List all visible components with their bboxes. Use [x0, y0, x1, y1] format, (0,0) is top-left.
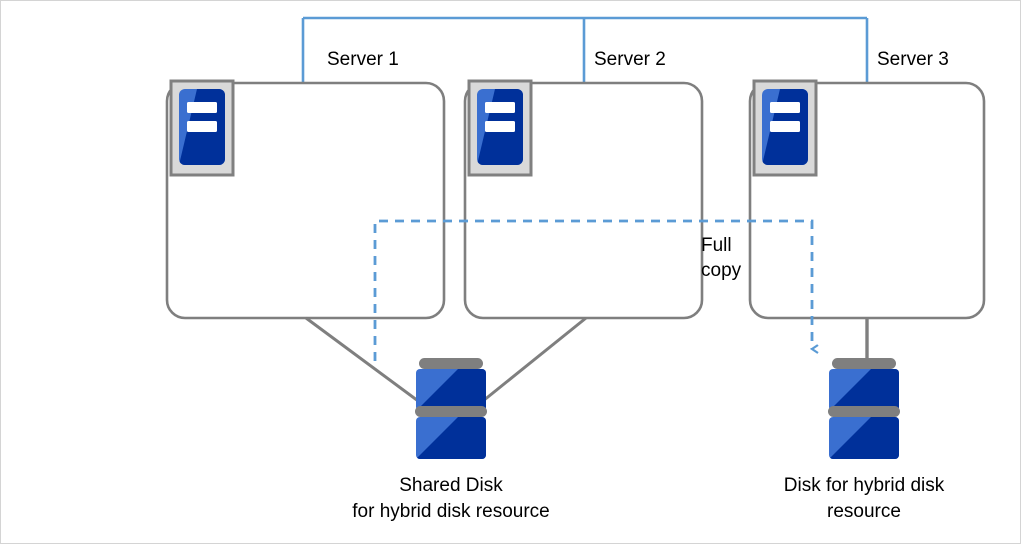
network-bus-line: [301, 16, 869, 83]
dashed-copy-arrow: [373, 219, 812, 361]
hybrid-disk-icon[interactable]: [828, 358, 900, 459]
server-3-box[interactable]: [748, 79, 986, 320]
shared-disk-caption-line2: for hybrid disk resource: [352, 501, 549, 522]
server-2-label: Server 2: [594, 49, 666, 70]
hybrid-disk-caption-line2: resource: [827, 501, 901, 522]
server-3-label: Server 3: [877, 49, 949, 70]
server-1-label: Server 1: [327, 49, 399, 70]
server-icon: [752, 79, 818, 177]
server-icon: [169, 79, 235, 177]
hybrid-disk-caption-line1: Disk for hybrid disk: [784, 475, 945, 496]
server-2-box[interactable]: [463, 79, 704, 320]
shared-disk-icon[interactable]: [415, 358, 487, 459]
shared-disk-connectors: [305, 316, 587, 411]
full-copy-label-line1: Full: [701, 235, 732, 256]
server-icon: [467, 79, 533, 177]
full-copy-label-line2: copy: [701, 260, 742, 281]
server-1-box[interactable]: [165, 79, 446, 320]
shared-disk-caption-line1: Shared Disk: [399, 475, 503, 496]
